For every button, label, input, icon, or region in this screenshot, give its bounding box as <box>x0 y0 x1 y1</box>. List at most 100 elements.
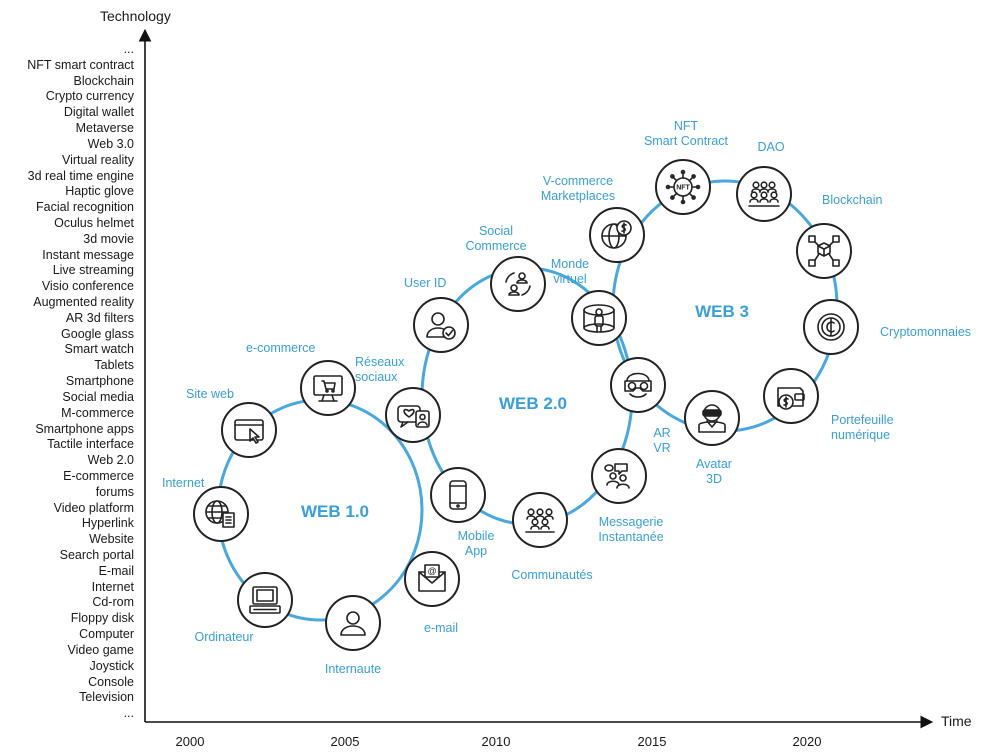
smartphone-icon <box>449 480 467 510</box>
node-label-line: User ID <box>404 276 446 290</box>
node-blockchain: Blockchain <box>796 193 882 279</box>
chat-bubbles-icon <box>604 463 630 489</box>
technology-item: Video platform <box>53 500 134 515</box>
year-2015: 2015 <box>637 734 667 749</box>
node-label-line: Avatar <box>696 457 732 471</box>
svg-text:NFT: NFT <box>676 185 690 192</box>
node-circle <box>430 467 486 523</box>
monitor-cart-icon <box>313 375 343 402</box>
node-label-line: Commerce <box>465 239 526 253</box>
node-label: DAO <box>757 140 784 154</box>
node-label-line: Site web <box>186 387 234 401</box>
user-icon <box>340 611 366 636</box>
technology-item: Web 2.0 <box>87 453 134 468</box>
globe-dollar-icon <box>601 220 632 249</box>
node-label: User ID <box>404 276 446 290</box>
technology-item: E-mail <box>98 563 134 578</box>
node-label-line: 3D <box>706 472 722 486</box>
heart-chat-profile-icon <box>397 405 430 428</box>
avatar-vr-icon <box>698 404 726 433</box>
technology-item: Tactile interface <box>47 437 134 452</box>
technology-item: Metaverse <box>75 121 134 136</box>
node-circle <box>684 390 740 446</box>
globe-document-icon <box>205 500 235 528</box>
technology-item: Console <box>88 674 134 689</box>
node-cryptomonnaies: Cryptomonnaies <box>803 299 971 355</box>
node-circle <box>221 402 277 458</box>
technology-item: Crypto currency <box>45 89 134 104</box>
node-label: Site web <box>186 387 234 401</box>
technology-item: Joystick <box>89 658 134 673</box>
node-label-line: V-commerce <box>543 174 613 188</box>
technology-item: ... <box>123 42 134 56</box>
technology-item: Hyperlink <box>81 516 134 531</box>
technology-item: Digital wallet <box>63 105 134 120</box>
technology-item: Smartphone apps <box>35 421 134 436</box>
technology-item: Smart watch <box>64 342 134 357</box>
computer-icon <box>249 586 281 614</box>
node-circle <box>404 551 460 607</box>
node-circle <box>385 387 441 443</box>
technology-item: ... <box>123 706 134 721</box>
technology-item: Internet <box>91 579 134 594</box>
technology-item: NFT smart contract <box>27 57 134 72</box>
node-communautes: Communautés <box>511 492 593 582</box>
node-circle <box>763 368 819 424</box>
year-2020: 2020 <box>792 734 822 749</box>
node-ordinateur: Ordinateur <box>194 572 293 644</box>
node-label-line: Instantanée <box>598 530 663 544</box>
technology-item: Floppy disk <box>70 611 134 626</box>
technology-item: Visio conference <box>41 279 134 294</box>
node-label-line: Réseaux <box>355 355 405 369</box>
technology-item: Television <box>79 690 134 705</box>
community-icon <box>525 508 555 533</box>
technology-item: E-commerce <box>63 468 134 483</box>
era-title-web3: WEB 3 <box>695 302 749 321</box>
technology-item: Augmented reality <box>33 295 134 309</box>
node-label-line: Social <box>479 224 513 238</box>
node-label-line: Internet <box>162 476 205 490</box>
node-label-line: Blockchain <box>822 193 882 207</box>
node-label-line: VR <box>653 441 670 455</box>
node-circle <box>591 448 647 504</box>
node-e-commerce: e-commerce <box>246 341 356 416</box>
users-exchange-icon <box>505 272 531 296</box>
node-circle <box>490 256 546 312</box>
node-label-line: Internaute <box>325 662 381 676</box>
node-label-line: Marketplaces <box>541 189 615 203</box>
node-circle <box>325 595 381 651</box>
vr-person-icon <box>583 304 615 333</box>
technology-item: 3d real time engine <box>27 168 134 183</box>
technology-item: M-commerce <box>61 405 134 420</box>
node-label: Communautés <box>511 568 592 582</box>
technology-item: Website <box>89 532 134 547</box>
technology-item: Video game <box>67 642 135 657</box>
node-site-web: Site web <box>186 387 277 458</box>
node-internet: Internet <box>162 476 249 542</box>
node-circle <box>589 207 645 263</box>
technology-item: Cd-rom <box>92 595 134 610</box>
technology-item: forums <box>95 484 134 499</box>
technology-item: Oculus helmet <box>54 215 134 230</box>
technology-item: Blockchain <box>73 73 134 88</box>
technology-item: Search portal <box>59 548 134 562</box>
node-label: Internet <box>162 476 205 490</box>
node-label-line: Portefeuille <box>831 413 894 427</box>
node-label-line: virtuel <box>553 272 586 286</box>
node-label: e-commerce <box>246 341 316 355</box>
node-label-line: NFT <box>674 119 699 133</box>
node-label-line: Mobile <box>458 529 495 543</box>
node-label-line: e-commerce <box>246 341 316 355</box>
node-label-line: Cryptomonnaies <box>880 325 971 339</box>
